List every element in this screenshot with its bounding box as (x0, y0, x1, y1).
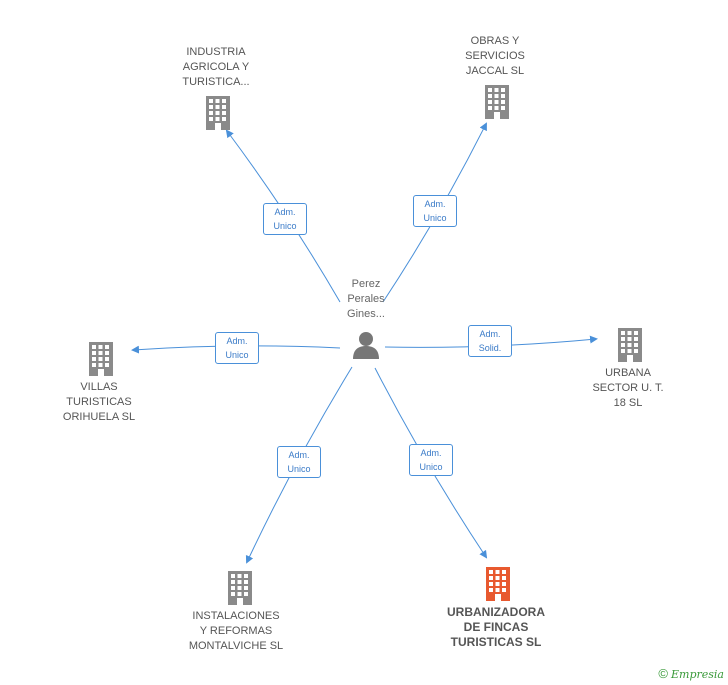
brand-name: Empresia (671, 668, 724, 681)
edge-label-villas[interactable]: Adm. Unico (215, 332, 259, 364)
footer-brand: © Empresia (658, 666, 724, 681)
edge-label-industria[interactable]: Adm. Unico (263, 203, 307, 235)
edge-label-urbana[interactable]: Adm. Solid. (468, 325, 512, 357)
building-icon[interactable] (225, 571, 255, 610)
company-name-obras[interactable]: OBRAS Y SERVICIOS JACCAL SL (465, 35, 525, 77)
building-icon[interactable] (203, 96, 233, 135)
company-name-instalaciones[interactable]: INSTALACIONES Y REFORMAS MONTALVICHE SL (188, 610, 284, 652)
person-name[interactable]: Perez Perales Gines... (347, 278, 385, 320)
building-icon[interactable] (615, 328, 645, 367)
edge-label-obras[interactable]: Adm. Unico (413, 195, 457, 227)
company-name-villas[interactable]: VILLAS TURISTICAS ORIHUELA SL (62, 381, 136, 423)
edge-label-instalaciones[interactable]: Adm. Unico (277, 446, 321, 478)
building-icon[interactable] (86, 342, 116, 381)
building-icon[interactable] (482, 85, 512, 124)
company-name-urbanizadora[interactable]: URBANIZADORA DE FINCAS TURISTICAS SL (447, 605, 545, 649)
building-icon[interactable] (483, 567, 513, 606)
company-name-industria[interactable]: INDUSTRIA AGRICOLA Y TURISTICA... (182, 46, 250, 88)
edge-label-urbanizadora[interactable]: Adm. Unico (409, 444, 453, 476)
copyright-icon: © (658, 666, 668, 681)
company-name-urbana[interactable]: URBANA SECTOR U. T. 18 SL (592, 367, 664, 409)
person-icon[interactable] (351, 330, 381, 360)
